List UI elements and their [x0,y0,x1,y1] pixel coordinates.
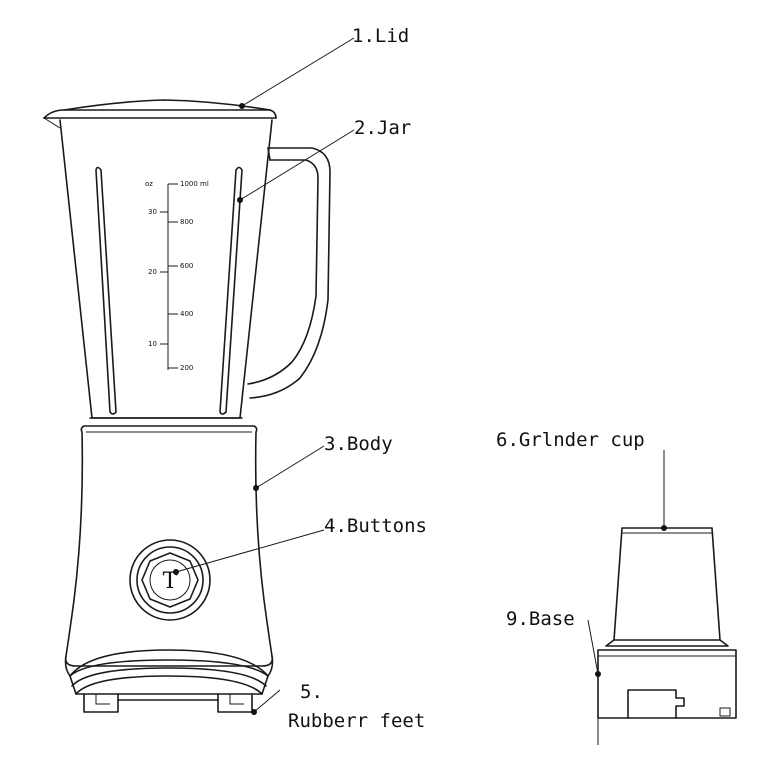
feet-drawing [83,693,253,713]
grinder-cup-drawing [605,527,729,647]
label-feet-number: 5. [300,681,323,703]
oz-mark-10: 10 [148,340,157,348]
label-lid: 1.Lid [352,25,409,47]
label-rubber-feet: Rubberr feet [288,710,425,732]
button-symbol: T [163,569,178,594]
jar-drawing [59,119,331,419]
measurement-scale: oz 1000 ml 30 20 10 800 600 400 200 [145,180,209,372]
label-base: 9.Base [506,608,575,630]
label-body: 3.Body [324,433,393,455]
body-drawing [64,425,274,695]
grinder-base-drawing [597,649,737,745]
label-grinder-cup: 6.Grlnder cup [496,429,645,451]
leader-lines [173,37,667,715]
label-buttons: 4.Buttons [324,515,427,537]
ml-mark-400: 400 [180,310,193,318]
lid-drawing [43,99,277,129]
oz-mark-20: 20 [148,268,157,276]
button-knob: T [129,539,211,621]
oz-mark-30: 30 [148,208,157,216]
oz-header: oz [145,180,153,188]
label-jar: 2.Jar [354,117,411,139]
ml-mark-600: 600 [180,262,193,270]
ml-mark-200: 200 [180,364,193,372]
ml-header: 1000 ml [180,180,209,188]
ml-mark-800: 800 [180,218,193,226]
